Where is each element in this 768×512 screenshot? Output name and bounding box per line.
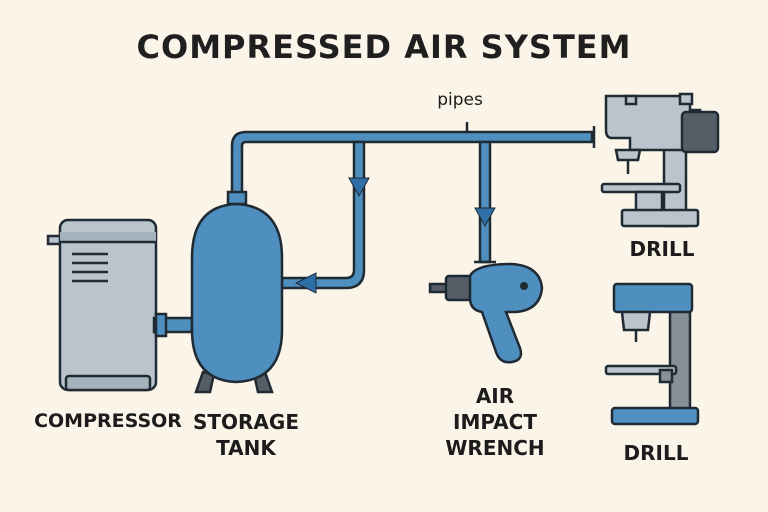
drill-top-label: DRILL [629, 237, 695, 261]
wrench-drop-pipe [478, 140, 492, 264]
main-pipe [230, 130, 594, 197]
flow-arrow-down-icon [348, 177, 370, 198]
storage-tank-label-line: STORAGE [192, 410, 299, 434]
return-pipe [280, 140, 366, 290]
storage-tank-label: STORAGE TANK [186, 409, 306, 461]
pipes-label: pipes [437, 90, 483, 110]
compressor-unit [46, 218, 194, 392]
wrench-label-line: AIR [475, 384, 515, 408]
storage-tank [190, 190, 284, 394]
vent-grille-icon [72, 252, 108, 283]
wrench-label-line: WRENCH [445, 436, 545, 460]
air-impact-wrench [428, 262, 544, 364]
drill-press-top [600, 92, 720, 228]
air-impact-wrench-label: AIR IMPACT WRENCH [430, 383, 560, 461]
drill-press-bottom [604, 282, 700, 426]
wrench-button-icon [520, 282, 528, 290]
flow-arrow-down-icon [474, 207, 496, 228]
diagram-title: COMPRESSED AIR SYSTEM [136, 28, 632, 66]
wrench-label-line: IMPACT [453, 410, 537, 434]
flow-arrow-left-icon [294, 272, 317, 294]
pipe-network [230, 130, 594, 290]
storage-tank-label-line: TANK [216, 436, 276, 460]
compressor-label: COMPRESSOR [34, 410, 182, 432]
drill-bottom-label: DRILL [623, 441, 689, 465]
